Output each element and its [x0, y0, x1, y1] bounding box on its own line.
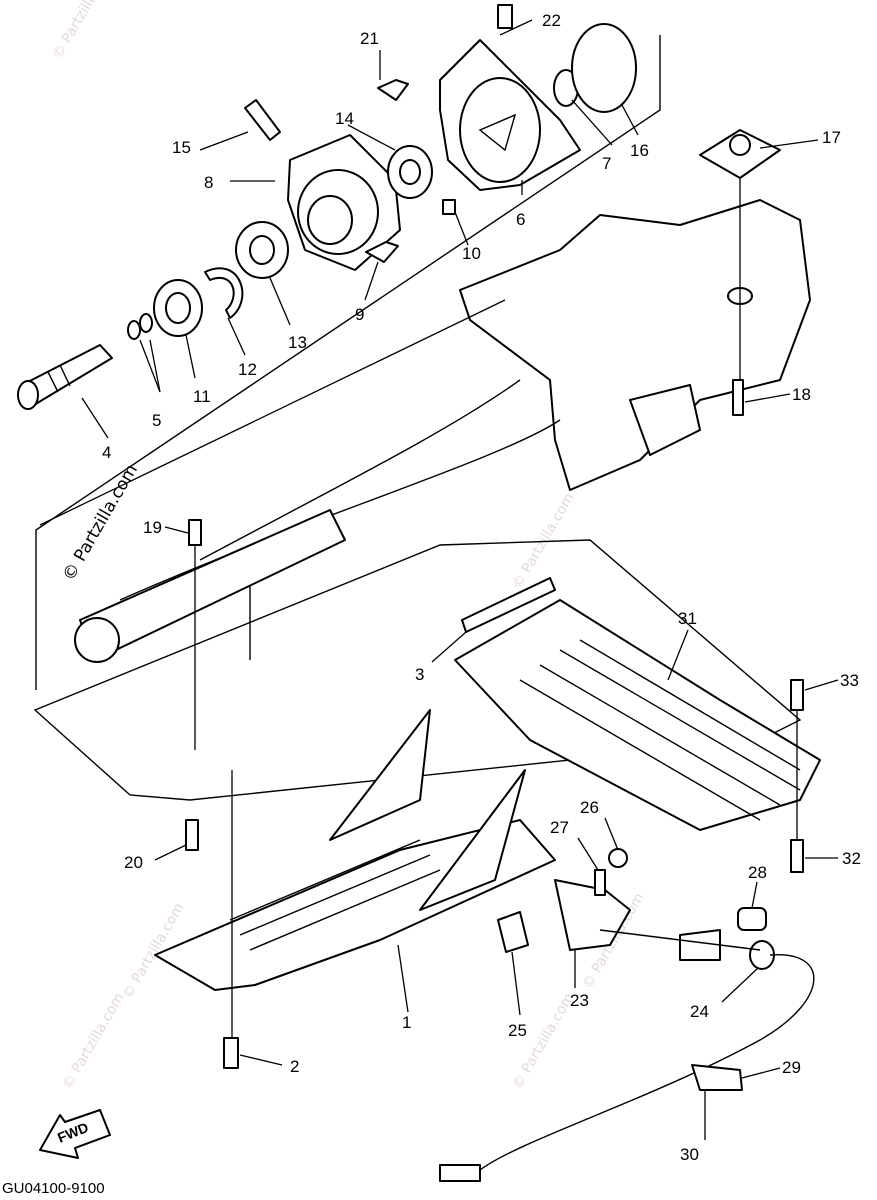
- clamp-29: [691, 1064, 743, 1091]
- callout-2: 2: [290, 1057, 299, 1076]
- bolt-21: [377, 79, 409, 101]
- drawing-code: GU04100-9100: [2, 1180, 105, 1197]
- callout-18: 18: [792, 385, 811, 404]
- o-ring-16: [571, 23, 637, 113]
- bolt-20: [185, 819, 199, 851]
- bolt-9: [365, 241, 399, 263]
- dowel-10: [442, 199, 456, 215]
- callout-28: 28: [748, 863, 767, 882]
- hull-outline: [33, 539, 802, 801]
- callout-9: 9: [355, 305, 364, 324]
- callout-23: 23: [570, 991, 589, 1010]
- callout-11: 11: [193, 387, 211, 406]
- drive-shaft: [17, 344, 113, 410]
- bolt-2: [223, 1037, 239, 1069]
- cable-24: [439, 929, 815, 1182]
- callout-25: 25: [508, 1021, 527, 1040]
- callout-12: 12: [238, 360, 257, 379]
- callout-17: 17: [822, 128, 841, 147]
- callout-4: 4: [102, 443, 111, 462]
- callout-13: 13: [288, 333, 307, 352]
- pump-housing: [459, 199, 811, 491]
- callout-24: 24: [690, 1002, 709, 1021]
- callout-27: 27: [550, 818, 569, 837]
- bolt-32: [790, 839, 804, 873]
- circlip-12: [204, 267, 244, 319]
- callout-32: 32: [842, 849, 861, 868]
- bolt-19: [188, 519, 202, 546]
- callout-14: 14: [335, 109, 354, 128]
- intake-grate-31: [454, 599, 821, 831]
- bolt-18: [732, 379, 744, 416]
- plate-25: [497, 911, 529, 953]
- callout-29: 29: [782, 1058, 801, 1077]
- callout-7: 7: [602, 154, 611, 173]
- callout-22: 22: [542, 11, 561, 30]
- collar-28: [737, 907, 767, 931]
- callout-numbers: 1 2 3 4 5 6 7 8 9 10 11 12 13 14 15 16 1…: [102, 11, 861, 1164]
- bearing-13: [235, 221, 289, 279]
- intake-housing-6: [439, 39, 581, 191]
- group-bracket: [35, 35, 661, 690]
- callout-20: 20: [124, 853, 143, 872]
- leader-lines: [39, 19, 839, 1140]
- strip-3: [461, 577, 556, 633]
- callout-8: 8: [204, 173, 213, 192]
- callout-33: 33: [840, 671, 859, 690]
- watermark-text: © Partzilla.com: [60, 990, 128, 1092]
- bolt-33: [790, 679, 804, 711]
- callout-26: 26: [580, 798, 599, 817]
- bolt-15: [244, 99, 281, 141]
- callout-19: 19: [143, 518, 162, 537]
- callout-16: 16: [630, 141, 649, 160]
- hull-lines: [119, 379, 561, 660]
- bracket-22: [497, 4, 513, 29]
- bearing-14: [387, 145, 433, 199]
- shaft-tube: [74, 509, 346, 663]
- callout-6: 6: [516, 210, 525, 229]
- watermark-text: © Partzilla.com: [50, 0, 118, 62]
- watermark-text: © Partzilla.com: [510, 990, 578, 1092]
- plate-17: [699, 129, 781, 179]
- o-ring-5a: [127, 320, 141, 340]
- callout-21: 21: [360, 29, 379, 48]
- callout-3: 3: [415, 665, 424, 684]
- callout-15: 15: [172, 138, 191, 157]
- o-ring-5b: [139, 313, 153, 333]
- clip-27: [594, 869, 606, 896]
- callout-30: 30: [680, 1145, 699, 1164]
- ride-plate-1: [154, 709, 556, 991]
- nut-26: [608, 848, 628, 868]
- partzilla-watermark: © Partzilla.com: [59, 461, 142, 585]
- bearing-11: [153, 279, 203, 337]
- callout-5: 5: [152, 411, 161, 430]
- callout-31: 31: [678, 609, 697, 628]
- callout-10: 10: [462, 244, 481, 263]
- fwd-arrow: FWD: [39, 1109, 111, 1159]
- callout-1: 1: [402, 1013, 411, 1032]
